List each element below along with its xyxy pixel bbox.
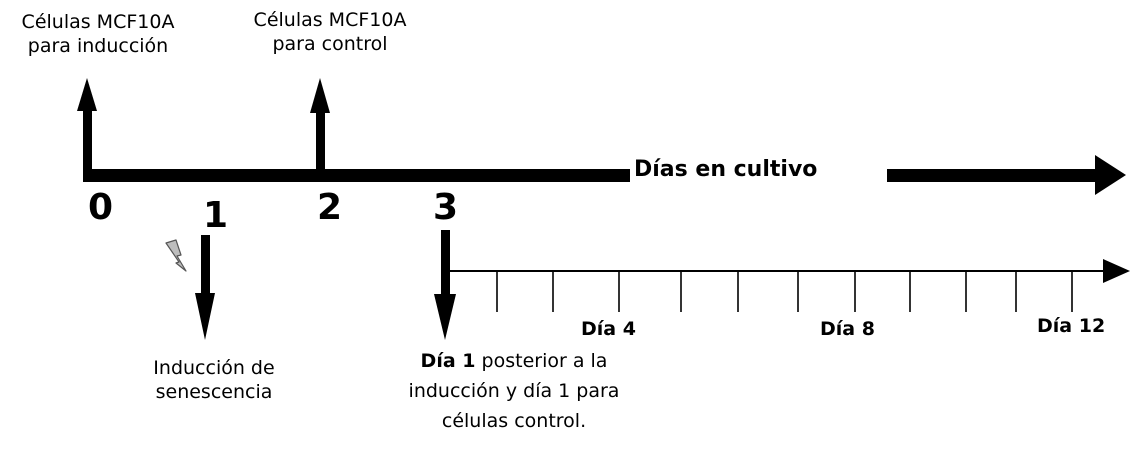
main-axis-label: Días en cultivo: [634, 157, 818, 182]
cells-control-label: Células MCF10A para control: [254, 8, 407, 56]
arrow-up-day2-shaft: [316, 110, 325, 172]
day-number-2: 2: [317, 187, 343, 228]
cells-induction-label: Células MCF10A para inducción: [22, 10, 175, 58]
arrow-up-day0-head: [77, 78, 97, 111]
main-timeline-arrowhead: [1095, 155, 1126, 195]
arrow-down-day3-shaft: [441, 230, 450, 298]
day-number-1: 1: [203, 195, 229, 236]
cells-induction-line2: para inducción: [27, 35, 169, 57]
day1-line2: inducción y día 1 para: [408, 380, 620, 402]
day1-line1: Día 1 posterior a la: [409, 346, 620, 376]
arrow-down-day3-head: [434, 294, 456, 340]
sub-axis-ticks: [496, 271, 1073, 312]
arrow-down-day1-shaft: [201, 235, 210, 295]
day-number-0: 0: [88, 187, 114, 228]
sub-axis-day8-label: Día 8: [820, 318, 875, 340]
senescence-label: Inducción de senescencia: [153, 356, 274, 404]
cells-control-line1: Células MCF10A: [253, 9, 407, 31]
senescence-line1: Inducción de: [153, 357, 275, 379]
lightning-bolt-icon: [165, 239, 187, 272]
main-timeline-bar-left: [87, 169, 630, 182]
cells-control-line2: para control: [272, 33, 388, 55]
arrow-down-day1-head: [195, 293, 215, 340]
cells-induction-line1: Células MCF10A: [21, 11, 175, 33]
arrow-up-day0-shaft: [83, 108, 92, 182]
arrow-up-day2-head: [310, 78, 330, 113]
day1-line3: células control.: [441, 410, 587, 432]
sub-axis-arrowhead: [1103, 259, 1130, 283]
sub-axis-day12-label: Día 12: [1037, 315, 1106, 337]
day1-line1-rest: posterior a la: [475, 350, 608, 372]
main-timeline-bar-right: [887, 169, 1097, 182]
senescence-line2: senescencia: [155, 381, 273, 403]
day1-bold-text: Día 1: [420, 350, 476, 372]
sub-axis-day4-label: Día 4: [581, 318, 636, 340]
day-number-3: 3: [433, 187, 459, 228]
day1-description: Día 1 posterior a la inducción y día 1 p…: [409, 346, 620, 436]
